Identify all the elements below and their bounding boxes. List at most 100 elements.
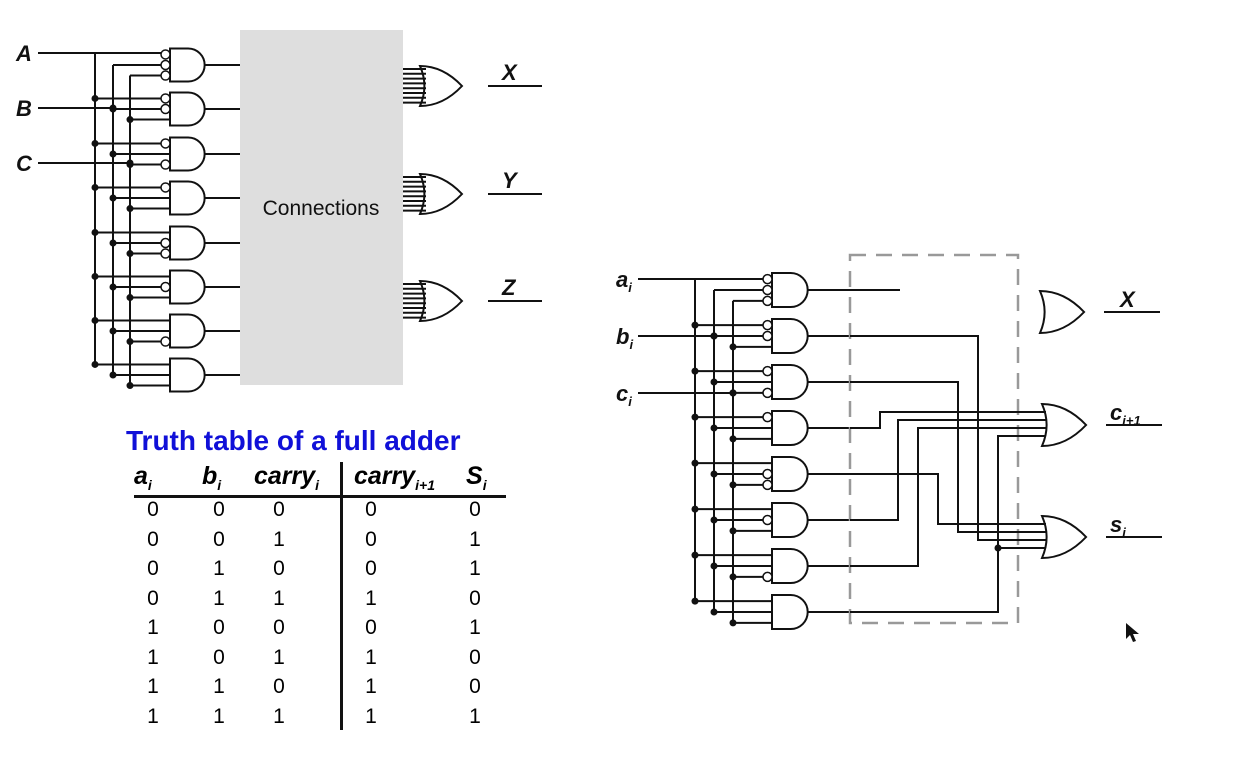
truth-table-cell: 1 <box>213 586 225 610</box>
right-input-label-0: ai <box>616 267 632 295</box>
inverter-bubble <box>762 284 773 296</box>
right-or-gate-sum <box>1040 514 1088 560</box>
right-and-gate-0 <box>771 272 809 308</box>
junction-dot <box>91 360 99 368</box>
left-and-gate-0 <box>169 47 206 83</box>
truth-table-cell: 0 <box>273 498 285 521</box>
truth-table-cell: 1 <box>147 675 159 698</box>
carry-wire-m3 <box>850 411 1046 429</box>
truth-table-title: Truth table of a full adder <box>126 425 461 456</box>
left-and-gate-5 <box>169 269 206 305</box>
junction-dot <box>691 367 699 375</box>
truth-table-cell: 0 <box>273 616 285 639</box>
junction-dot <box>691 505 699 513</box>
truth-table-cell: 1 <box>273 704 285 728</box>
right-output-label-carry: ci+1 <box>1110 400 1141 428</box>
truth-table-cell: 1 <box>273 586 285 610</box>
truth-table-cell: 0 <box>213 645 225 669</box>
junction-dot <box>729 435 737 443</box>
right-and-gate-4 <box>771 456 809 492</box>
truth-table-cell: 1 <box>213 675 225 698</box>
junction-dot <box>691 597 699 605</box>
mouse-pointer-icon <box>1126 623 1139 642</box>
truth-table-cell: 0 <box>213 498 225 521</box>
right-and-gate-7 <box>771 594 809 630</box>
truth-table-cell: 0 <box>273 675 285 698</box>
junction-dot <box>109 194 117 202</box>
sum-wire-m2 <box>850 381 1046 533</box>
junction-dot <box>710 378 718 386</box>
truth-table-cell: 0 <box>147 527 159 551</box>
left-or-gate-Z <box>418 279 464 323</box>
truth-table-cell: 0 <box>469 675 481 698</box>
truth-table-cell: 0 <box>365 498 377 521</box>
inverter-bubble <box>762 514 773 526</box>
truth-table-header-rule <box>134 495 506 498</box>
truth-table-cell: 1 <box>147 616 159 639</box>
junction-dot <box>710 470 718 478</box>
inverter-bubble <box>160 159 171 170</box>
truth-table-header-2: carryi <box>254 462 320 493</box>
inverter-bubble <box>160 281 171 293</box>
left-output-label-Z: Z <box>501 275 517 300</box>
junction-dot <box>91 228 99 236</box>
sum-wire-m1 <box>850 335 1046 541</box>
left-and-gate-7 <box>169 357 206 393</box>
truth-table-cell: 1 <box>365 645 377 669</box>
truth-table-header-4: Si <box>466 462 487 493</box>
inverter-bubble <box>160 70 171 81</box>
inverter-bubble <box>762 571 773 583</box>
junction-dot <box>91 94 99 102</box>
right-output-label-sum: si <box>1110 512 1126 540</box>
junction-dot <box>109 283 117 291</box>
truth-table-cell: 1 <box>147 645 159 669</box>
connections-label: Connections <box>263 197 380 220</box>
junction-dot <box>710 608 718 616</box>
junction-dot <box>710 424 718 432</box>
junction-dot <box>994 544 1002 552</box>
truth-table-cell: 0 <box>147 498 159 521</box>
inverter-bubble <box>160 49 171 60</box>
truth-table-divider <box>340 462 343 730</box>
junction-dot <box>729 481 737 489</box>
right-output-label-x: X <box>1118 287 1136 312</box>
junction-dot <box>91 139 99 147</box>
right-input-label-1: bi <box>616 324 633 352</box>
truth-table-cell: 1 <box>469 527 481 551</box>
left-input-label-0: A <box>15 41 32 66</box>
junction-dot <box>691 459 699 467</box>
truth-table-cell: 1 <box>213 704 225 728</box>
left-or-gate-X <box>418 64 464 108</box>
left-and-gate-1 <box>169 91 206 127</box>
truth-table-cell: 1 <box>469 704 481 728</box>
right-and-gate-3 <box>771 410 809 446</box>
truth-table-cell: 0 <box>213 616 225 639</box>
truth-table-cell: 0 <box>273 557 285 580</box>
truth-table-header-0: ai <box>134 462 152 493</box>
right-and-gate-1 <box>771 318 809 354</box>
junction-dot <box>691 321 699 329</box>
truth-table-cell: 1 <box>469 557 481 580</box>
junction-dot <box>710 562 718 570</box>
junction-dot <box>91 272 99 280</box>
junction-dot <box>91 183 99 191</box>
right-input-label-2: ci <box>616 381 632 409</box>
truth-table-cell: 1 <box>147 704 159 728</box>
junction-dot <box>109 150 117 158</box>
junction-dot <box>109 371 117 379</box>
carry-wire-m6 <box>850 427 1046 567</box>
junction-dot <box>126 338 134 346</box>
truth-table-cell: 1 <box>365 704 377 728</box>
left-input-label-1: B <box>16 96 32 121</box>
inverter-bubble <box>762 387 773 399</box>
junction-dot <box>91 316 99 324</box>
truth-table-cell: 0 <box>469 645 481 669</box>
inverter-bubble <box>762 411 773 423</box>
truth-table-cell: 0 <box>365 527 377 551</box>
junction-dot <box>109 327 117 335</box>
connections-box <box>240 30 403 385</box>
inverter-bubble <box>762 295 773 307</box>
inverter-bubble <box>160 336 171 347</box>
right-or-gate-carry <box>1040 402 1088 448</box>
sum-wire-m4 <box>850 473 1046 525</box>
